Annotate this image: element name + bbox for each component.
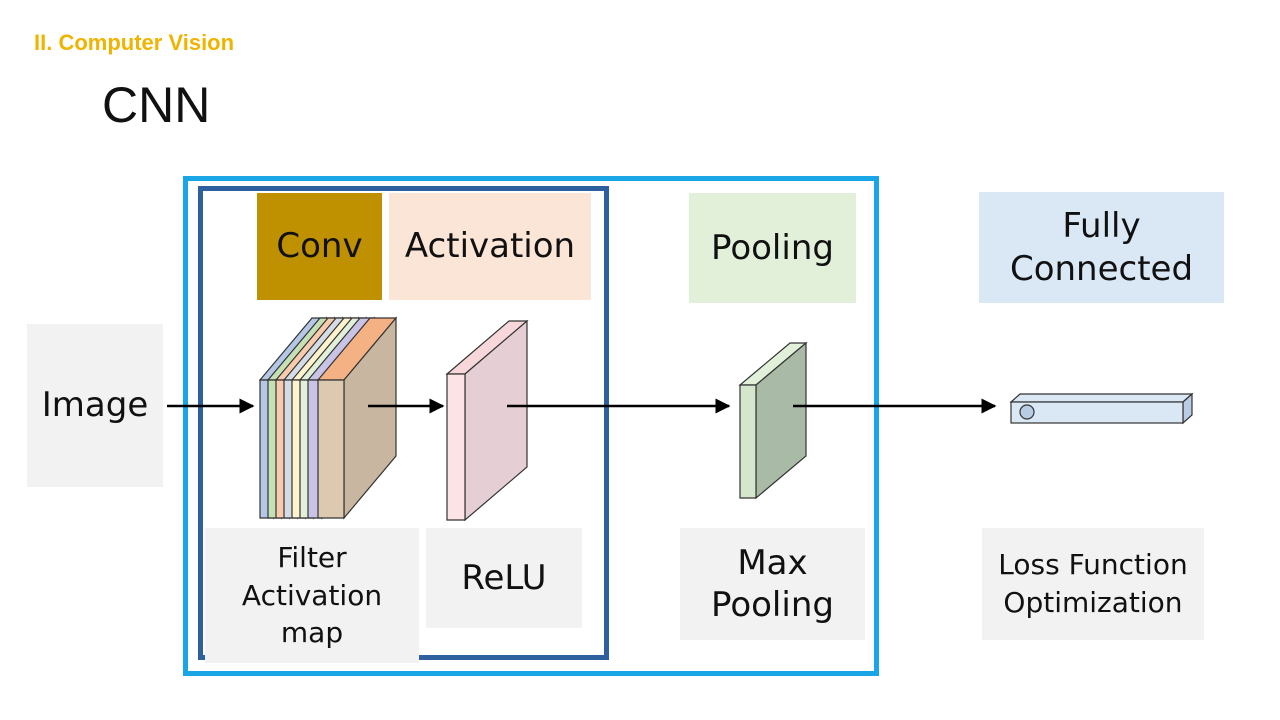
page-title: CNN [102, 77, 211, 133]
fully-connected-box: Fully Connected [979, 192, 1224, 303]
pooling-box: Pooling [689, 193, 856, 303]
feature-map-layer [316, 316, 398, 520]
filter-caption: Filter Activation map [241, 540, 383, 650]
activation-label: Activation [404, 226, 576, 267]
loss-caption: Loss Function Optimization [998, 548, 1188, 619]
feature-map-icon [445, 319, 529, 522]
activation-box: Activation [389, 193, 591, 300]
fully-connected-label: Fully Connected [1009, 206, 1194, 289]
max-pooling-caption: Max Pooling [711, 542, 834, 626]
image-label: Image [41, 385, 149, 426]
relu-caption-box: ReLU [426, 528, 582, 628]
stacked-feature-maps-icon [258, 316, 398, 520]
image-box: Image [27, 324, 163, 487]
filter-caption-box: Filter Activation map [205, 528, 419, 663]
conv-block-outer-frame [183, 176, 879, 676]
loss-caption-box: Loss Function Optimization [982, 528, 1204, 640]
relu-caption: ReLU [461, 557, 547, 598]
section-title: II. Computer Vision [34, 30, 235, 55]
conv-label: Conv [276, 226, 363, 267]
max-pooling-caption-box: Max Pooling [680, 528, 865, 640]
vector-bar-icon [1009, 392, 1194, 425]
vector-node-icon [1019, 404, 1035, 420]
conv-box: Conv [257, 193, 382, 300]
pooled-map-icon [738, 341, 808, 500]
pooling-label: Pooling [711, 227, 834, 268]
